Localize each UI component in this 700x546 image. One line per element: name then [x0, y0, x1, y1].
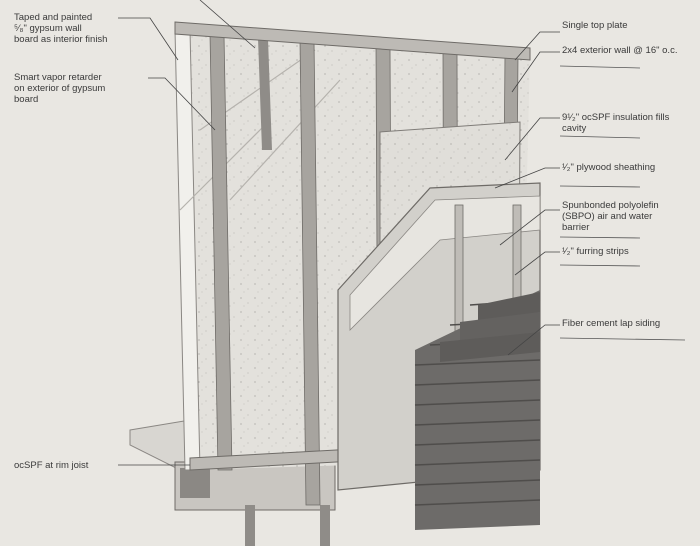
- label-smart-vapor-retarder: Smart vapor retarder on exterior of gyps…: [14, 72, 106, 105]
- floor-post-1: [245, 505, 255, 546]
- label-fiber-cement-lap-siding: Fiber cement lap siding: [562, 318, 661, 329]
- label-single-top-plate: Single top plate: [562, 20, 628, 31]
- label-ocspf-rim-joist: ocSPF at rim joist: [14, 460, 89, 471]
- label-underlines: [559, 65, 686, 341]
- label-2x4-exterior-wall: 2x4 exterior wall @ 16" o.c.: [562, 45, 678, 56]
- rim-joist-end: [180, 468, 210, 498]
- label-gypsum-wall-board: Taped and painted ⁵⁄₈" gypsum wall board…: [14, 12, 108, 45]
- leader-lines: [118, 0, 560, 466]
- single-top-plate: [174, 21, 531, 61]
- label-ocspf-insulation: 9¹⁄₂" ocSPF insulation fills cavity: [562, 112, 670, 134]
- label-furring-strips: ¹⁄₂" furring strips: [562, 246, 629, 257]
- fiber-cement-lap-siding: [414, 290, 541, 530]
- label-plywood-sheathing: ¹⁄₂" plywood sheathing: [562, 162, 656, 173]
- label-sbpo-barrier: Spunbonded polyolefin (SBPO) air and wat…: [562, 200, 659, 233]
- floor-post-2: [320, 505, 330, 546]
